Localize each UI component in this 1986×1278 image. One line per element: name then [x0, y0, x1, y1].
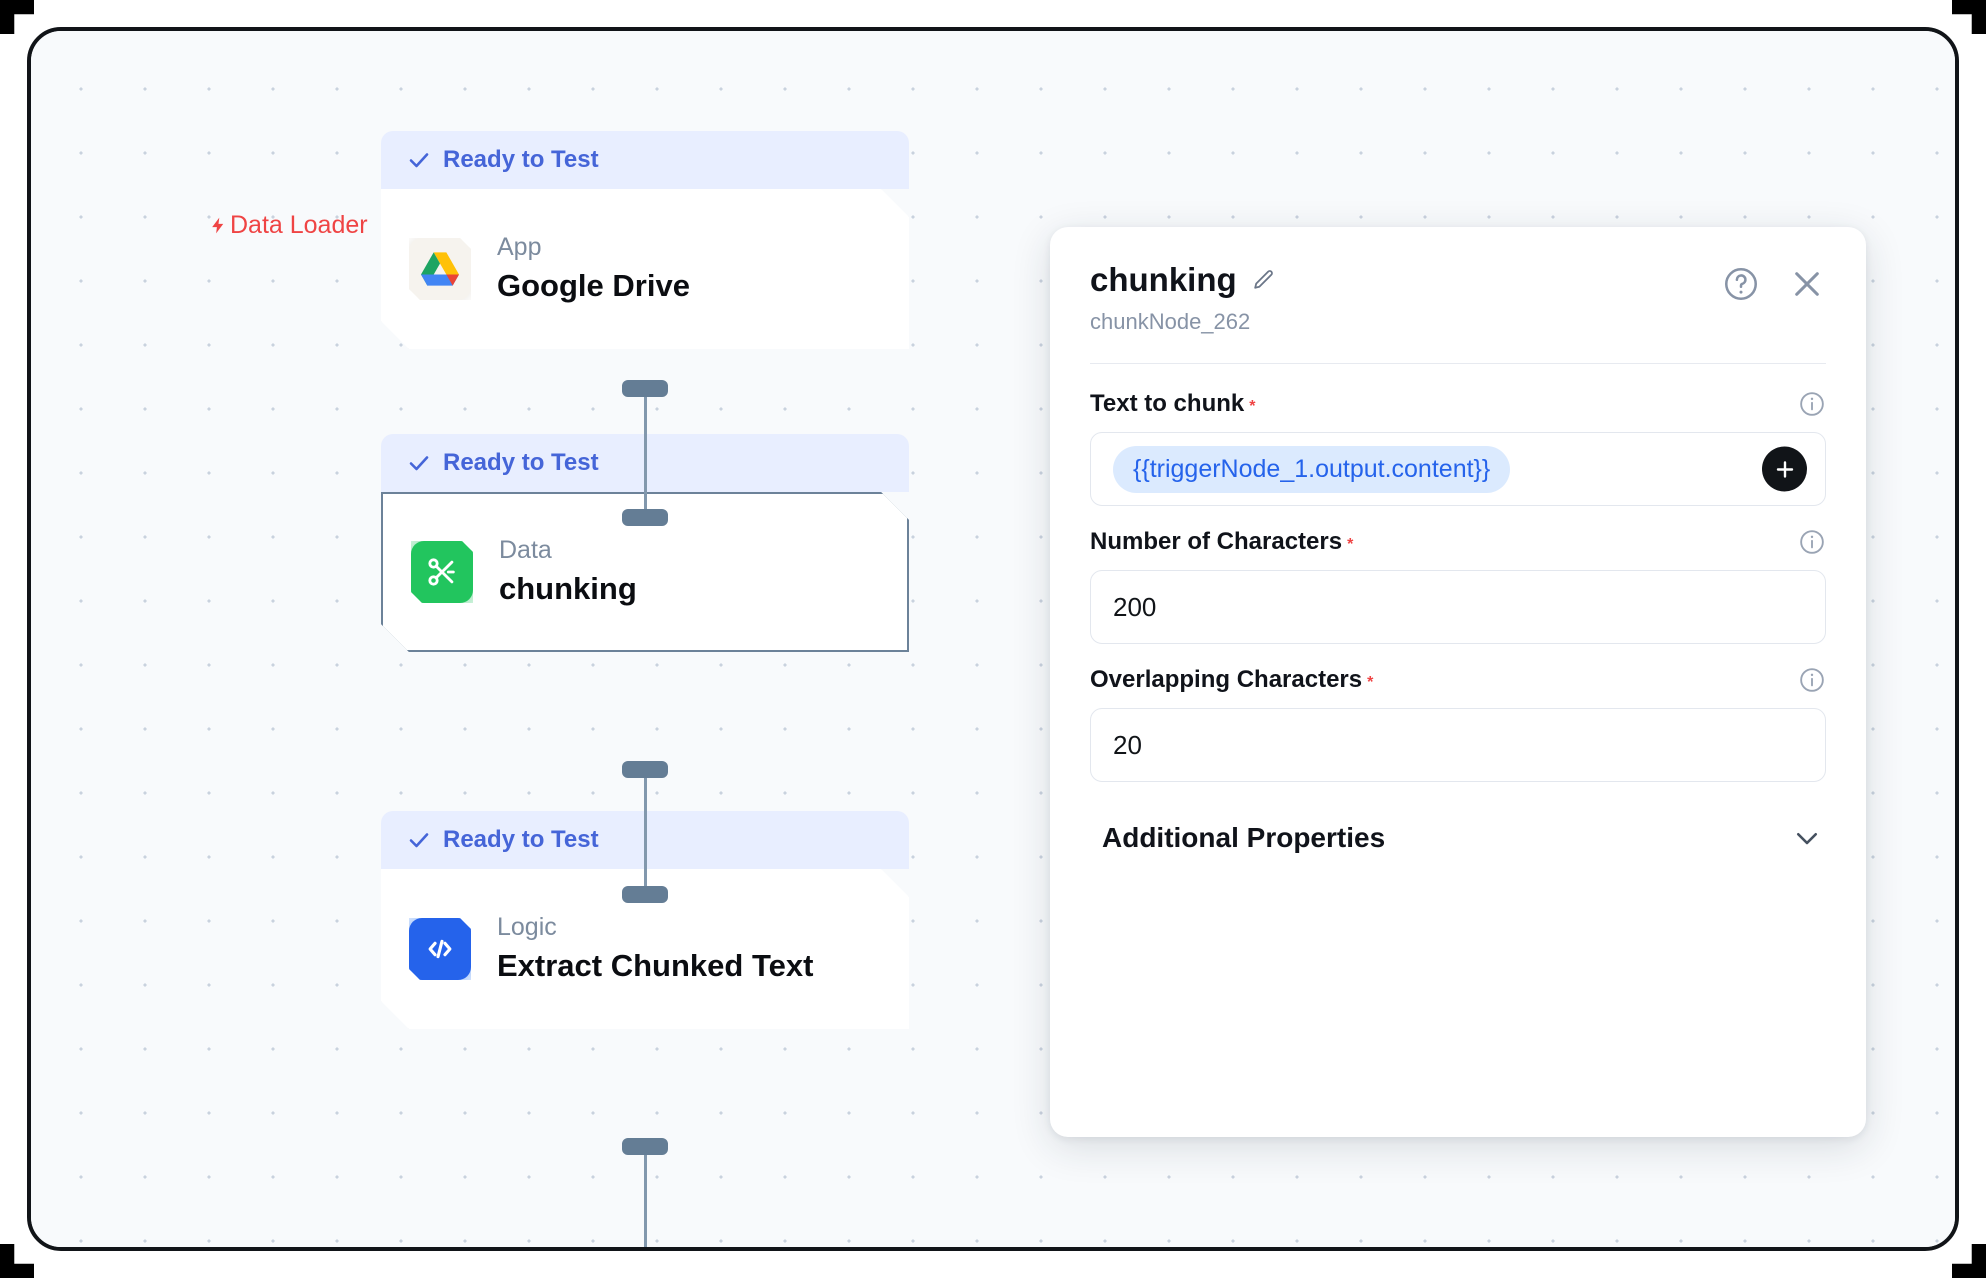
required-indicator: * — [1249, 398, 1256, 415]
panel-header-actions — [1722, 265, 1826, 303]
field-label-wrap: Overlapping Characters* — [1090, 666, 1373, 694]
overlapping-characters-input[interactable]: 20 — [1090, 708, 1826, 782]
node-title-label: Google Drive — [497, 267, 690, 303]
number-of-characters-input[interactable]: 200 — [1090, 570, 1826, 644]
plus-icon[interactable] — [1762, 446, 1807, 492]
field-label-row: Number of Characters* — [1090, 528, 1826, 556]
panel-divider — [1090, 363, 1826, 364]
node-kind-label: Logic — [497, 913, 557, 942]
corner-marker-top-left — [0, 0, 34, 34]
field-label-row: Text to chunk* — [1090, 390, 1826, 418]
node-text: App Google Drive — [497, 234, 690, 303]
node-text: Data chunking — [499, 537, 637, 606]
field-label: Number of Characters — [1090, 528, 1343, 555]
chevron-down-icon[interactable] — [1792, 823, 1822, 853]
node-text: Logic Extract Chunked Text — [497, 914, 813, 983]
input-value: 200 — [1113, 591, 1157, 622]
node-status-badge: Ready to Test — [381, 131, 909, 189]
panel-title: chunking — [1090, 261, 1237, 298]
field-overlapping-characters: Overlapping Characters* 20 — [1090, 666, 1826, 782]
scissors-icon — [411, 541, 473, 603]
connector-edge — [643, 391, 647, 513]
check-icon — [407, 828, 431, 852]
expression-token[interactable]: {{triggerNode_1.output.content}} — [1113, 445, 1511, 493]
node-output-handle[interactable] — [622, 1138, 668, 1155]
corner-marker-bottom-left — [0, 1244, 34, 1278]
text-to-chunk-input[interactable]: {{triggerNode_1.output.content}} — [1090, 432, 1826, 506]
info-icon[interactable] — [1798, 666, 1826, 694]
node-kind-label: Data — [499, 536, 552, 565]
field-label: Overlapping Characters — [1090, 666, 1363, 693]
data-loader-label: Data Loader — [209, 211, 368, 240]
field-label: Text to chunk — [1090, 390, 1245, 417]
check-icon — [407, 451, 431, 475]
google-drive-icon — [409, 238, 471, 300]
connector-edge — [643, 1150, 647, 1247]
node-config-panel: chunking chunkNode_262 — [1050, 227, 1866, 1137]
workflow-canvas[interactable]: Data Loader Ready to Test — [31, 31, 1955, 1247]
panel-subtitle: chunkNode_262 — [1090, 309, 1251, 334]
node-title-label: chunking — [499, 570, 637, 606]
node-output-handle[interactable] — [622, 380, 668, 397]
additional-properties-accordion[interactable]: Additional Properties — [1090, 816, 1826, 860]
field-number-of-characters: Number of Characters* 200 — [1090, 528, 1826, 644]
workflow-node-google-drive[interactable]: Ready to Test App Google Drive — [381, 131, 909, 349]
required-indicator: * — [1367, 674, 1374, 691]
node-input-handle[interactable] — [622, 509, 668, 526]
panel-header: chunking chunkNode_262 — [1050, 227, 1866, 335]
info-icon[interactable] — [1798, 390, 1826, 418]
connector-edge — [643, 773, 647, 893]
check-icon — [407, 148, 431, 172]
corner-marker-top-right — [1952, 0, 1986, 34]
field-text-to-chunk: Text to chunk* {{triggerNode_1.output.co… — [1090, 390, 1826, 506]
node-status-label: Ready to Test — [443, 146, 599, 173]
close-icon[interactable] — [1788, 265, 1826, 303]
app-frame: Data Loader Ready to Test — [27, 27, 1959, 1251]
question-circle-icon[interactable] — [1722, 265, 1760, 303]
field-label-row: Overlapping Characters* — [1090, 666, 1826, 694]
lightning-bolt-icon — [209, 213, 228, 238]
panel-body: Text to chunk* {{triggerNode_1.output.co… — [1050, 364, 1866, 860]
input-value: 20 — [1113, 729, 1142, 760]
node-kind-label: App — [497, 233, 542, 262]
field-label-wrap: Text to chunk* — [1090, 390, 1255, 418]
corner-marker-bottom-right — [1952, 1244, 1986, 1278]
panel-title-row: chunking — [1090, 261, 1826, 299]
required-indicator: * — [1347, 536, 1354, 553]
info-icon[interactable] — [1798, 528, 1826, 556]
pencil-icon[interactable] — [1251, 268, 1276, 293]
node-input-handle[interactable] — [622, 886, 668, 903]
data-loader-label-text: Data Loader — [230, 211, 368, 239]
node-status-label: Ready to Test — [443, 826, 599, 853]
accordion-title: Additional Properties — [1102, 822, 1386, 853]
field-label-wrap: Number of Characters* — [1090, 528, 1353, 556]
code-brackets-icon — [409, 918, 471, 980]
node-card[interactable]: App Google Drive — [381, 189, 909, 349]
node-title-label: Extract Chunked Text — [497, 947, 814, 983]
node-status-label: Ready to Test — [443, 449, 599, 476]
node-output-handle[interactable] — [622, 761, 668, 778]
